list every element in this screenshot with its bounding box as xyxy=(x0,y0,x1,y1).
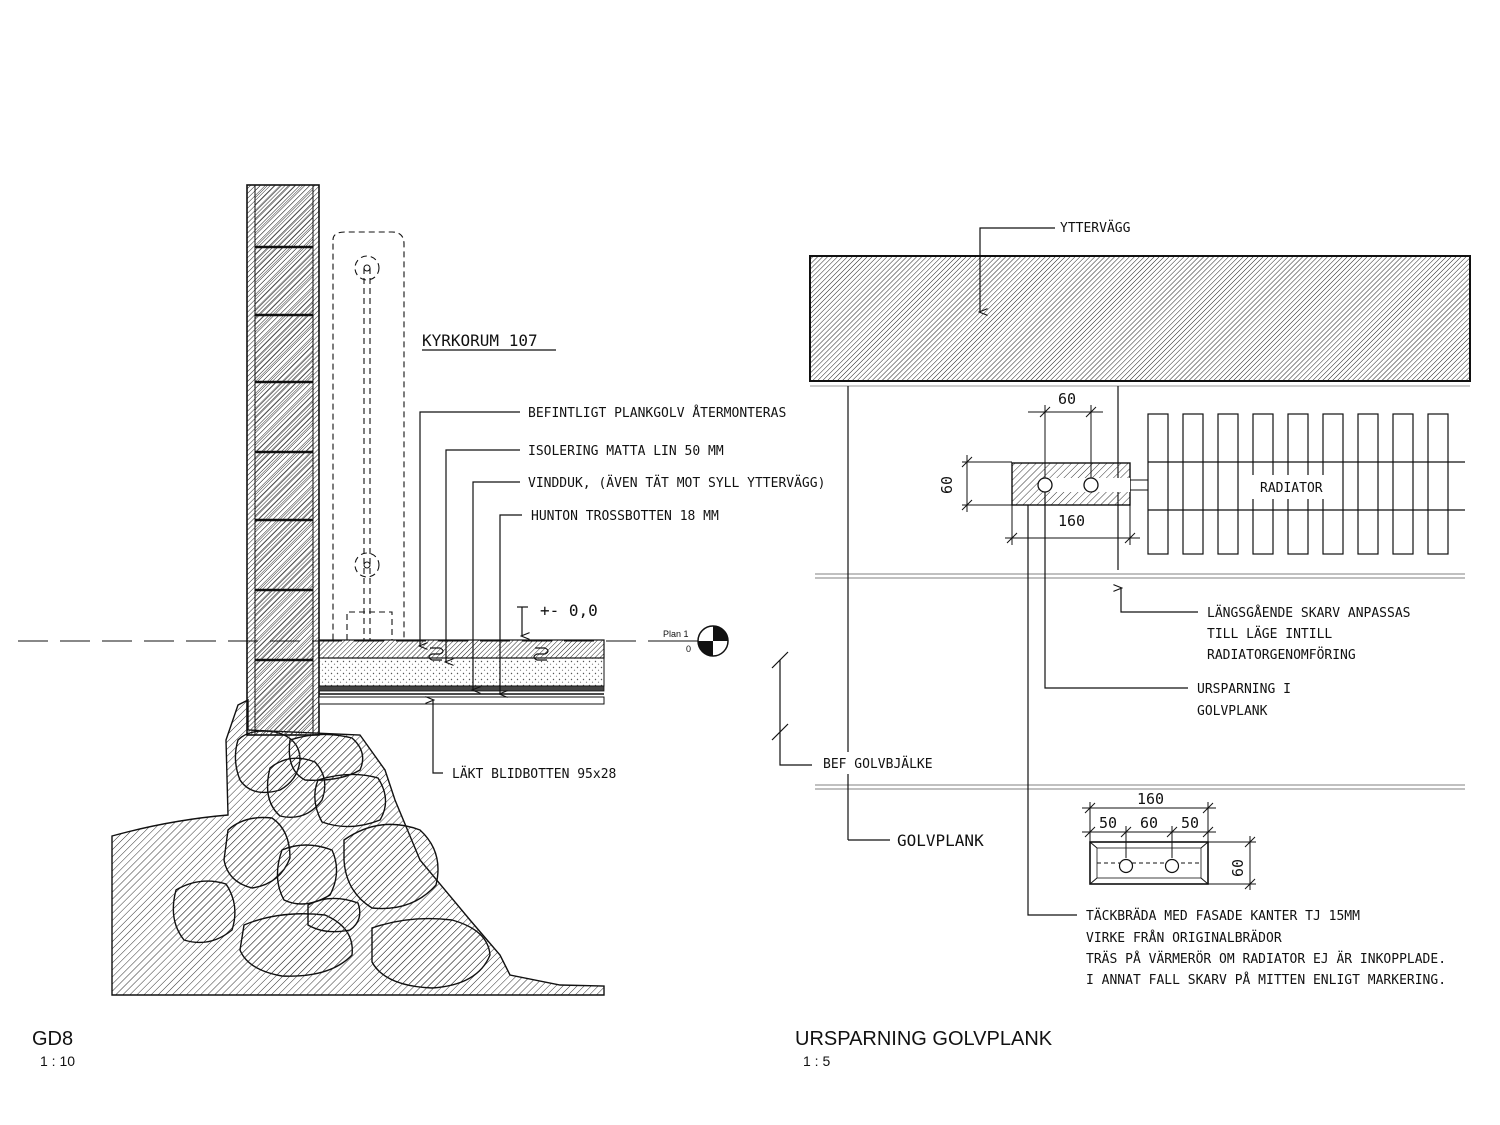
label-ursparning-line-1: URSPARNING I xyxy=(1197,682,1291,697)
floor-plank-lines xyxy=(815,573,1465,790)
label-lakt: LÄKT BLIDBOTTEN 95x28 xyxy=(452,766,616,782)
label-skarv-line-2: TILL LÄGE INTILL xyxy=(1207,626,1332,642)
label-insulation: ISOLERING MATTA LIN 50 MM xyxy=(528,444,724,459)
cutout-dimensions xyxy=(961,405,1140,545)
left-section-detail: Plan 1 0 KYRKORUM 107 BEFINTLIGT PLANKGO… xyxy=(18,184,825,1069)
label-cover-line-4: I ANNAT FALL SKARV PÅ MITTEN ENLIGT MARK… xyxy=(1086,972,1446,988)
insulation-layer xyxy=(318,657,605,687)
dim-cutout-length: 160 xyxy=(1058,512,1085,530)
plank-floor xyxy=(318,639,605,659)
label-cover-line-1: TÄCKBRÄDA MED FASADE KANTER TJ 15MM xyxy=(1086,908,1360,924)
label-golvbjalke: BEF GOLVBJÄLKE xyxy=(823,756,933,772)
label-skarv-line-1: LÄNGSGÅENDE SKARV ANPASSAS xyxy=(1207,605,1411,621)
level-marker-label: Plan 1 xyxy=(663,629,689,639)
label-wind-barrier: VINDDUK, (ÄVEN TÄT MOT SYLL YTTERVÄGG) xyxy=(528,475,825,491)
label-floor: BEFINTLIGT PLANKGOLV ÅTERMONTERAS xyxy=(528,405,786,421)
radiator-outline xyxy=(332,231,405,641)
left-leaders xyxy=(420,411,528,774)
label-cover-line-3: TRÄS PÅ VÄRMERÖR OM RADIATOR EJ ÄR INKOP… xyxy=(1086,950,1446,967)
right-detail-scale: 1 : 5 xyxy=(803,1053,830,1069)
dim-cover-total: 160 xyxy=(1137,790,1164,808)
label-skarv-line-3: RADIATORGENOMFÖRING xyxy=(1207,646,1356,663)
left-detail-scale: 1 : 10 xyxy=(40,1053,75,1069)
level-text: +- 0,0 xyxy=(540,601,598,620)
dim-cover-right: 50 xyxy=(1181,814,1199,832)
dim-cover-height: 60 xyxy=(1229,859,1247,877)
dim-cutout-height: 60 xyxy=(938,476,956,494)
right-detail-title: URSPARNING GOLVPLANK xyxy=(795,1028,1053,1050)
cover-dimensions xyxy=(1082,802,1256,890)
label-ursparning-line-2: GOLVPLANK xyxy=(1197,704,1268,719)
level-marker-value: 0 xyxy=(686,644,691,654)
left-detail-title: GD8 xyxy=(32,1028,73,1050)
radiator-plan xyxy=(1147,413,1465,555)
label-exterior-wall: YTTERVÄGG xyxy=(1060,220,1131,236)
label-golvplank: GOLVPLANK xyxy=(897,831,984,850)
wind-barrier xyxy=(318,685,605,692)
wall-joints xyxy=(255,245,313,662)
foundation-stones xyxy=(172,730,491,989)
dim-cutout-width: 60 xyxy=(1058,390,1076,408)
level-marker: Plan 1 0 xyxy=(656,625,729,657)
right-leaders xyxy=(771,227,1198,916)
exterior-wall xyxy=(809,255,1471,382)
right-plan-detail: RADIATOR 60 60 160 xyxy=(771,220,1471,1069)
label-radiator: RADIATOR xyxy=(1260,481,1323,496)
dim-cover-left: 50 xyxy=(1099,814,1117,832)
label-hunton: HUNTON TROSSBOTTEN 18 MM xyxy=(531,509,719,524)
room-label: KYRKORUM 107 xyxy=(422,331,538,350)
lakt-batten xyxy=(318,696,605,705)
label-cover-line-2: VIRKE FRÅN ORIGINALBRÄDOR xyxy=(1086,930,1282,946)
dim-cover-mid: 60 xyxy=(1140,814,1158,832)
